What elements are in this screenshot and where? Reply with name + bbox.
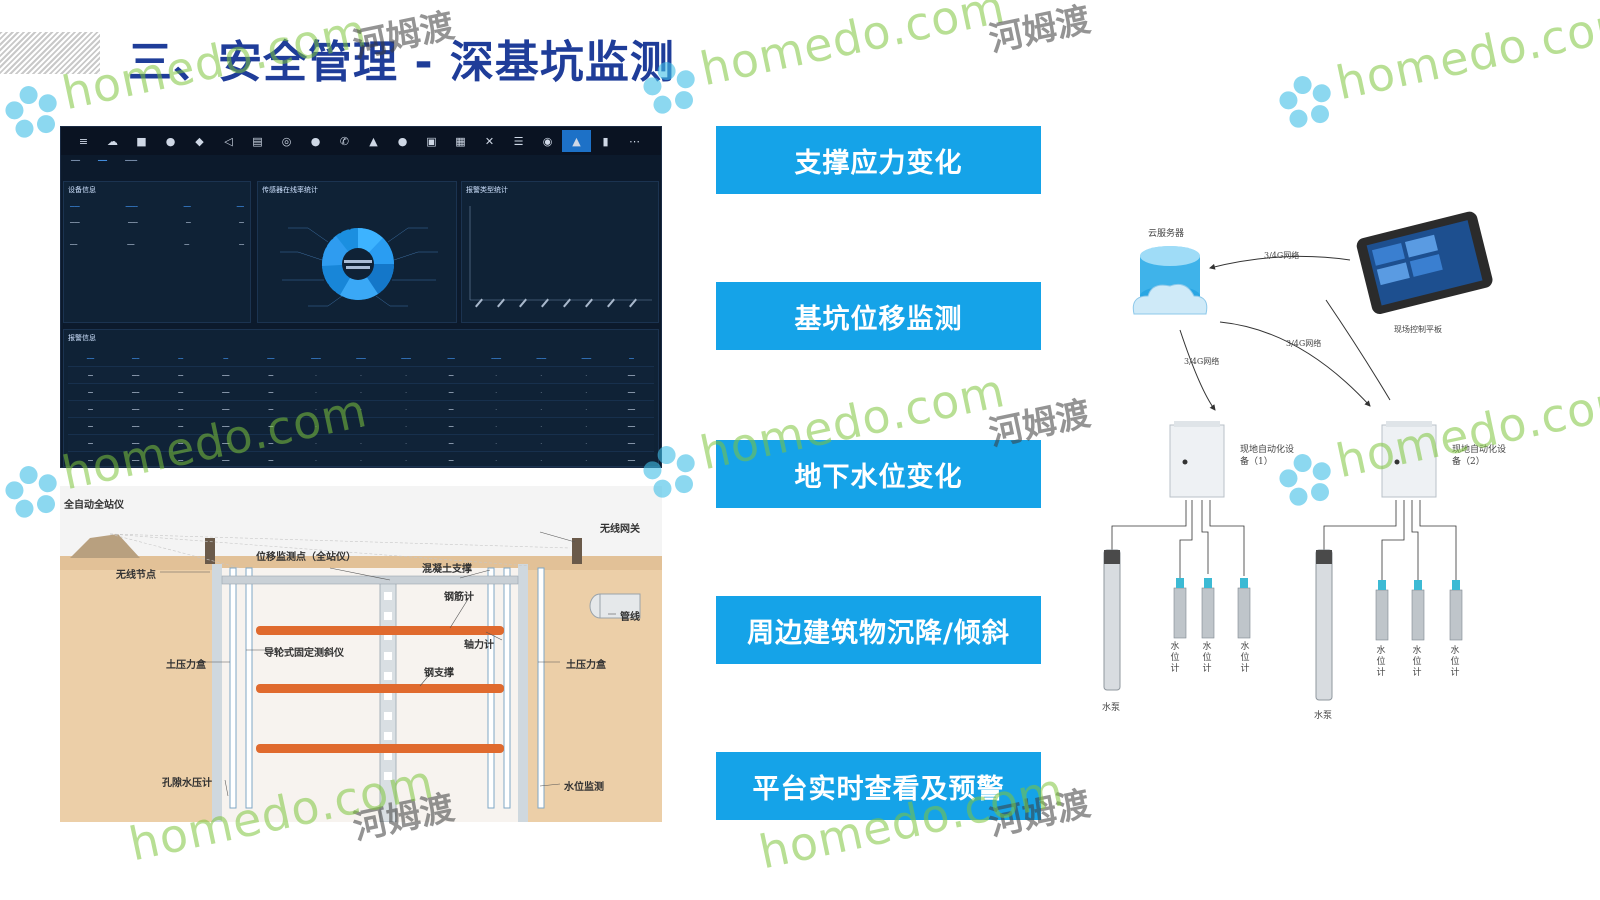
location-icon: ● <box>397 134 408 148</box>
menu-icon: ≡ <box>78 134 89 148</box>
device-table-head: ━━━━━━━━━━━━━━━ <box>70 204 244 209</box>
dashboard-toolbar: ≡ ☁ ■ ● ◆ ◁ ▤ ◎ ● ✆ ▲ ● ▣ ▦ ✕ ☰ ◉ ▲ ▮ ⋯ <box>61 127 661 155</box>
car-icon: ▲ <box>369 134 378 148</box>
save-icon: ▣ <box>426 134 437 148</box>
diagram-label-pump-2: 水泵 <box>1314 711 1333 721</box>
diagram-label-device-2: 现地自动化设备（2） <box>1452 445 1507 467</box>
alarm-table-row: ━━━━━━━━━━━━---━━---━━━ <box>68 435 654 452</box>
alarm-info-title: 报警信息 <box>68 334 96 342</box>
device-info-panel: 设备信息 ━━━━━━━━━━━━━━━ ━━━━━━━━━━━━ ━━━━━━… <box>63 181 251 323</box>
foundation-pit-cross-section: 全自动全站仪 无线网关 无线节点 位移监测点（全站仪） 混凝土支撑 钢筋计 轴力… <box>60 486 662 822</box>
pit-label-total-station: 全自动全站仪 <box>64 500 124 511</box>
diagram-drawing <box>1103 211 1493 701</box>
tools-icon: ✕ <box>484 134 495 148</box>
target-icon: ◎ <box>281 134 292 148</box>
subtab-1: ━━━ <box>71 158 81 164</box>
feature-support-stress: 支撑应力变化 <box>716 126 1041 194</box>
diagram-label-water-meter: 水位计 <box>1170 642 1180 674</box>
feature-pit-displacement: 基坑位移监测 <box>716 282 1041 350</box>
alarm-table: ━━━━━━━━━━━━━━━━━━━━━━━━━━━━━━━━━━━━━━━━… <box>68 350 654 467</box>
pit-label-wireless-node: 无线节点 <box>116 570 156 581</box>
pit-label-steel-support: 钢支撑 <box>424 668 454 679</box>
diagram-label-tablet: 现场控制平板 <box>1394 325 1442 334</box>
list-icon: ☰ <box>513 134 524 148</box>
alarm-table-row: ━━━━━━━━━━━━---━━---━━━ <box>68 452 654 467</box>
diagram-label-water-meter: 水位计 <box>1412 646 1422 678</box>
alarm-table-row: ━━━━━━━━━━━━---━━---━━━ <box>68 401 654 418</box>
cloud-icon: ☁ <box>107 134 118 148</box>
cube-icon: ◆ <box>195 134 204 148</box>
watermark-text: homedo.com <box>695 0 1010 97</box>
online-rate-title: 传感器在线率统计 <box>262 186 318 194</box>
feature-building-settlement: 周边建筑物沉降/倾斜 <box>716 596 1041 664</box>
pit-label-pipeline: 管线 <box>620 612 640 623</box>
grid-icon: ▦ <box>455 134 466 148</box>
watermark: 河姆渡 <box>984 0 1094 61</box>
pit-label-earth-pressure-left: 土压力盒 <box>166 660 206 671</box>
monitoring-dashboard-screenshot: ≡ ☁ ■ ● ◆ ◁ ▤ ◎ ● ✆ ▲ ● ▣ ▦ ✕ ☰ ◉ ▲ ▮ ⋯ … <box>60 126 662 468</box>
pit-label-water-level: 水位监测 <box>564 782 604 793</box>
pit-label-earth-pressure-right: 土压力盒 <box>566 660 606 671</box>
pit-label-axial-meter: 轴力计 <box>464 640 494 651</box>
device-table-row: ━━━━━━━━━━━━ <box>70 220 244 225</box>
diagram-link-top: 3/4G网络 <box>1264 251 1300 260</box>
watermark: homedo.com <box>1269 0 1600 138</box>
alarm-type-panel: 报警类型统计 <box>461 181 659 323</box>
device-info-title: 设备信息 <box>68 186 96 194</box>
watermark-flower-icon <box>5 465 57 518</box>
alarm-table-row: ━━━━━━━━━━━━---━━---━━━ <box>68 384 654 401</box>
alarm-table-row: ━━━━━━━━━━━━---━━---━━━ <box>68 418 654 435</box>
online-rate-panel: 传感器在线率统计 <box>257 181 457 323</box>
page-title: 三、安全管理 - 深基坑监测 <box>128 37 675 88</box>
dashboard-subtabs: ━━━ ━━━ ━━━━ <box>61 155 661 167</box>
title-decoration <box>0 32 100 74</box>
feature-realtime-alert: 平台实时查看及预警 <box>716 752 1041 820</box>
pit-label-displacement-point: 位移监测点（全站仪） <box>256 552 356 563</box>
diagram-label-device-1: 现地自动化设备（1） <box>1240 445 1295 467</box>
helmet-icon: ● <box>165 134 176 148</box>
alarm-info-panel: 报警信息 ━━━━━━━━━━━━━━━━━━━━━━━━━━━━━━━━━━━… <box>63 329 659 467</box>
pit-label-pore-pressure: 孔隙水压计 <box>162 778 212 789</box>
phone-icon: ✆ <box>339 134 350 148</box>
subtab-3: ━━━━ <box>125 158 138 164</box>
system-architecture-diagram: 云服务器 现场控制平板 3/4G网络 3/4G网络 3/4G网络 现地自动化设备… <box>1090 210 1590 730</box>
bolt-icon: ▮ <box>602 134 609 148</box>
diagram-label-water-meter: 水位计 <box>1240 642 1250 674</box>
monitor-icon: ▲ <box>562 130 591 152</box>
diagram-label-water-meter: 水位计 <box>1202 642 1212 674</box>
alarm-type-title: 报警类型统计 <box>466 186 508 194</box>
device-table-row: ━━━━━━━━━━ <box>70 242 244 247</box>
alarm-table-head: ━━━━━━━━━━━━━━━━━━━━━━━━━━━━━━━━━━━━━━━━… <box>68 350 654 367</box>
diagram-link-left: 3/4G网络 <box>1184 357 1220 366</box>
diagram-label-water-meter: 水位计 <box>1376 646 1386 678</box>
pit-label-wireless-gateway: 无线网关 <box>600 524 640 535</box>
diagram-label-water-meter: 水位计 <box>1450 646 1460 678</box>
watermark: homedo.com <box>633 0 1013 124</box>
pit-label-concrete-support: 混凝土支撑 <box>422 564 472 575</box>
megaphone-icon: ◁ <box>224 134 233 148</box>
watermark-flower-icon <box>1279 75 1331 128</box>
dot-icon: ● <box>310 134 321 148</box>
pit-label-inclinometer: 导轮式固定测斜仪 <box>264 648 344 659</box>
more-icon: ⋯ <box>629 134 640 148</box>
chat-icon: ◉ <box>542 134 553 148</box>
subtab-2: ━━━ <box>98 158 108 164</box>
alarm-table-row: ━━━━━━━━━━━━---━━---━━━ <box>68 367 654 384</box>
watermark-flower-icon <box>5 85 57 138</box>
pit-drawing <box>60 531 662 822</box>
watermark-text: homedo.com <box>1331 0 1600 111</box>
diagram-link-right: 3/4G网络 <box>1286 339 1322 348</box>
feature-groundwater-level: 地下水位变化 <box>716 440 1041 508</box>
pit-label-rebar-meter: 钢筋计 <box>444 592 474 603</box>
document-icon: ▤ <box>252 134 263 148</box>
alarm-type-chart <box>469 206 652 308</box>
online-rate-pie <box>280 227 438 307</box>
camera-icon: ■ <box>136 134 147 148</box>
watermark-cn: 河姆渡 <box>985 0 1094 61</box>
diagram-label-pump-1: 水泵 <box>1102 703 1121 713</box>
diagram-label-cloud-server: 云服务器 <box>1148 229 1185 239</box>
